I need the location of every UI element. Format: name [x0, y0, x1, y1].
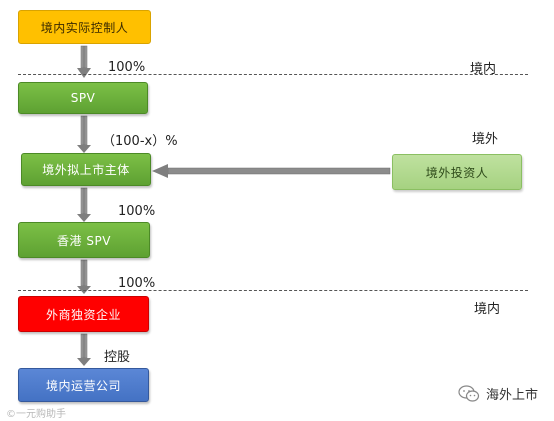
region-label-offshore: 境外	[472, 132, 499, 147]
edge-label-hk-spv-to-wfoe: 100%	[118, 276, 156, 291]
brand-mark: 海外上市	[458, 384, 538, 403]
arrow-hk-spv-to-wfoe	[77, 259, 91, 294]
node-domestic-operating-company: 境内运营公司	[18, 368, 149, 402]
region-label-domestic-bottom: 境内	[474, 302, 501, 317]
arrow-controller-to-spv	[77, 45, 91, 78]
edge-label-controller-to-spv: 100%	[108, 60, 146, 75]
node-spv: SPV	[18, 82, 148, 114]
edge-label-spv-to-listing: （100-x）%	[102, 134, 178, 149]
wechat-icon	[458, 384, 480, 402]
region-divider-bottom	[18, 290, 528, 291]
node-wfoe: 外商独资企业	[18, 296, 149, 332]
node-domestic-controller: 境内实际控制人	[18, 10, 151, 44]
arrow-spv-to-listing	[77, 115, 91, 153]
arrow-investor-to-listing	[152, 164, 391, 178]
brand-name: 海外上市	[486, 388, 539, 403]
region-label-domestic-top: 境内	[470, 62, 497, 77]
arrow-wfoe-to-opco	[77, 333, 91, 366]
arrow-listing-to-hk-spv	[77, 187, 91, 222]
node-offshore-listing-entity: 境外拟上市主体	[21, 153, 151, 186]
watermark-text: ©一元购助手	[6, 409, 66, 420]
edge-label-listing-to-hk-spv: 100%	[118, 204, 156, 219]
edge-label-wfoe-to-opco: 控股	[104, 350, 131, 365]
node-hk-spv: 香港 SPV	[18, 222, 150, 258]
region-divider-top	[18, 74, 528, 75]
node-offshore-investor: 境外投资人	[392, 154, 522, 190]
